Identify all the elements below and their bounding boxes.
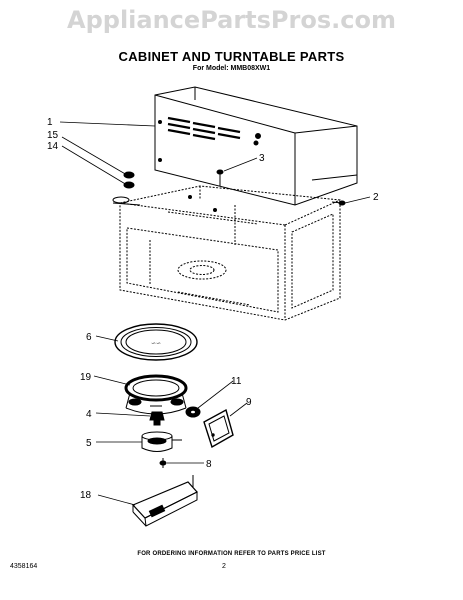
grommet: [185, 406, 201, 418]
cabinet-shell: [154, 86, 358, 206]
coupling: [149, 411, 165, 426]
callout-label: 2: [373, 192, 379, 203]
ordering-note: FOR ORDERING INFORMATION REFER TO PARTS …: [137, 551, 326, 557]
page-number: 2: [222, 563, 226, 570]
callout-label: 1: [47, 117, 53, 128]
document-number: 4358164: [10, 563, 38, 570]
turntable-support: [124, 374, 188, 415]
cover-plate: [203, 408, 234, 449]
callout-label: 6: [86, 332, 92, 343]
motor-bracket: [131, 475, 198, 527]
callout-label: 15: [47, 130, 59, 141]
model-subtitle: For Model: MMB08XW1: [192, 65, 271, 72]
callout-label: 11: [231, 376, 242, 387]
screw-motor: [159, 458, 167, 468]
diagram-title: CABINET AND TURNTABLE PARTS: [118, 49, 345, 64]
turntable-motor: [141, 431, 182, 452]
oven-chassis: [119, 185, 341, 321]
screws-left: [112, 171, 141, 206]
svg-text:∽∽: ∽∽: [151, 341, 161, 347]
callout-label: 3: [259, 153, 265, 164]
turntable-tray: ∽∽: [114, 323, 198, 361]
watermark-text: AppliancePartsPros.com: [67, 6, 396, 34]
screw-top: [216, 169, 224, 186]
callout-label: 14: [47, 141, 59, 152]
callout-label: 18: [80, 490, 92, 501]
callout-label: 9: [246, 397, 252, 408]
callout-label: 4: [86, 409, 92, 420]
callout-label: 19: [80, 372, 92, 383]
part-callouts: 1 15 14 3 2 6 19 11 9 4 5 8 18: [47, 117, 379, 501]
leader-lines: [59, 121, 371, 506]
callout-label: 5: [86, 438, 92, 449]
callout-label: 8: [206, 459, 212, 470]
